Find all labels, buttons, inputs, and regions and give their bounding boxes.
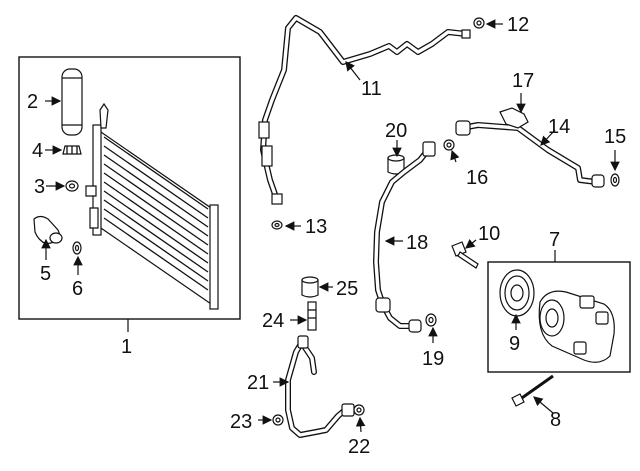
callout-5: 5 bbox=[40, 263, 51, 285]
callout-2: 2 bbox=[27, 91, 38, 113]
callout-13: 13 bbox=[305, 216, 327, 238]
lower-line[interactable] bbox=[285, 335, 355, 438]
charge-valve[interactable] bbox=[307, 301, 317, 331]
condenser[interactable] bbox=[85, 102, 219, 310]
bolt-8[interactable] bbox=[511, 374, 554, 407]
callout-3: 3 bbox=[34, 176, 45, 198]
callout-7: 7 bbox=[549, 229, 560, 251]
callout-1: 1 bbox=[121, 336, 132, 358]
valve-cap[interactable] bbox=[301, 276, 319, 298]
leader-lines bbox=[41, 19, 620, 433]
condenser-group-box bbox=[18, 56, 241, 320]
callout-16: 16 bbox=[466, 167, 488, 189]
callout-6: 6 bbox=[72, 278, 83, 300]
callout-14: 14 bbox=[548, 116, 570, 138]
drier-cap[interactable] bbox=[62, 145, 82, 155]
callout-25: 25 bbox=[336, 278, 358, 300]
suction-line[interactable] bbox=[373, 141, 436, 333]
discharge-line[interactable] bbox=[258, 15, 471, 205]
callout-8: 8 bbox=[550, 409, 561, 431]
callout-24: 24 bbox=[262, 310, 284, 332]
liquid-line[interactable] bbox=[455, 120, 605, 188]
callout-labels: 1 2 3 4 5 6 7 8 9 10 11 12 13 14 15 16 1… bbox=[27, 14, 626, 458]
bolt-10[interactable] bbox=[451, 241, 479, 269]
callout-21: 21 bbox=[247, 372, 269, 394]
callout-12: 12 bbox=[507, 14, 529, 36]
callout-20: 20 bbox=[385, 120, 407, 142]
callout-23: 23 bbox=[230, 411, 252, 433]
callout-19: 19 bbox=[422, 348, 444, 370]
callout-10: 10 bbox=[478, 223, 500, 245]
pressure-switch[interactable] bbox=[33, 215, 63, 245]
callout-22: 22 bbox=[348, 436, 370, 458]
callout-15: 15 bbox=[604, 126, 626, 148]
clutch-pulley[interactable] bbox=[499, 269, 535, 317]
callout-11: 11 bbox=[361, 78, 382, 100]
compressor[interactable] bbox=[538, 290, 615, 363]
callout-4: 4 bbox=[32, 140, 43, 162]
compressor-group-box bbox=[487, 261, 631, 373]
callout-18: 18 bbox=[406, 232, 428, 254]
receiver-drier[interactable] bbox=[61, 68, 83, 136]
callout-9: 9 bbox=[509, 333, 520, 355]
callout-17: 17 bbox=[512, 70, 534, 92]
